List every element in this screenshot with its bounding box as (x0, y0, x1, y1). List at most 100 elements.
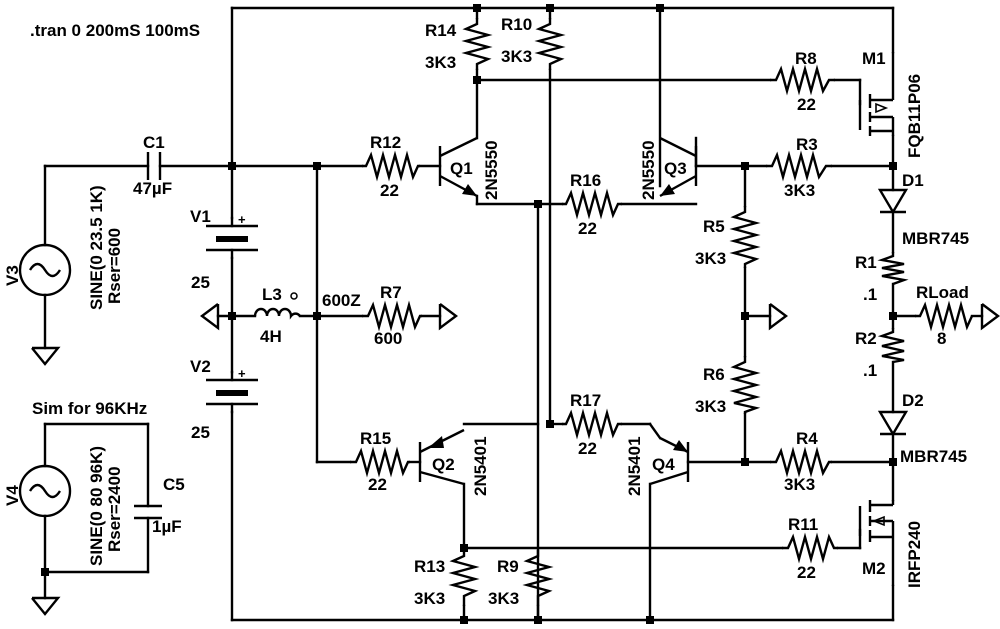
spice-directive: .tran 0 200mS 100mS (30, 21, 200, 40)
v1-name: V1 (190, 207, 211, 226)
resistor-r11 (782, 532, 838, 564)
resistor-r4 (770, 446, 832, 478)
q3-model: 2N5550 (639, 140, 658, 200)
battery-v1: + (206, 212, 258, 260)
resistor-r2 (877, 328, 905, 364)
v4-rser: Rser=2400 (105, 466, 124, 552)
r15-value: 22 (368, 475, 387, 494)
r5-value: 3K3 (695, 249, 726, 268)
r10-value: 3K3 (501, 47, 532, 66)
r17-name: R17 (570, 391, 601, 410)
r11-name: R11 (788, 515, 818, 534)
m2-name: M2 (862, 559, 886, 578)
r16-value: 22 (578, 219, 597, 238)
resistor-r12 (362, 150, 420, 182)
m1-name: M1 (862, 49, 886, 68)
l3-value: 4H (260, 327, 282, 346)
q4-name: Q4 (652, 455, 675, 474)
transistor-q1 (438, 136, 479, 206)
v2-name: V2 (190, 357, 211, 376)
r9-name: R9 (497, 557, 519, 576)
transistor-q4 (649, 436, 690, 486)
resistor-r5 (729, 206, 761, 268)
d2-name: D2 (902, 391, 924, 410)
r11-value: 22 (797, 563, 816, 582)
rload-name: RLoad (916, 283, 969, 302)
diode-d1 (877, 188, 909, 215)
wires (43, 6, 984, 622)
r4-name: R4 (796, 429, 818, 448)
v3-rser: Rser=600 (105, 228, 124, 304)
net-label-600z: 600Z (322, 291, 361, 310)
r2-name: R2 (855, 329, 877, 348)
r17-value: 22 (578, 439, 597, 458)
resistor-r1 (877, 252, 909, 286)
r14-value: 3K3 (425, 53, 456, 72)
q2-name: Q2 (432, 455, 455, 474)
resistor-r17 (562, 408, 622, 440)
resistor-r15 (350, 446, 410, 478)
c1-value: 47µF (133, 179, 172, 198)
q3-name: Q3 (664, 159, 687, 178)
r13-value: 3K3 (414, 589, 445, 608)
r14-name: R14 (425, 21, 457, 40)
resistor-r6 (729, 356, 761, 414)
resistor-r10 (534, 18, 566, 70)
transistor-q3 (659, 136, 698, 198)
resistor-r9 (522, 550, 554, 606)
v3-name: V3 (3, 265, 22, 286)
rload-value: 8 (937, 329, 946, 348)
q4-model: 2N5401 (625, 436, 644, 496)
r3-name: R3 (796, 135, 818, 154)
r12-name: R12 (370, 133, 401, 152)
c1-name: C1 (143, 133, 165, 152)
ground-symbols (31, 303, 1000, 616)
q2-model: 2N5401 (471, 436, 490, 496)
r1-name: R1 (855, 253, 877, 272)
r6-name: R6 (703, 365, 725, 384)
svg-text:+: + (238, 212, 246, 227)
sine-source-v3 (18, 243, 72, 297)
c5-name: C5 (163, 475, 185, 494)
c5-value: 1µF (152, 517, 182, 536)
battery-v2: + (206, 366, 258, 414)
q1-model: 2N5550 (482, 140, 501, 200)
r7-value: 600 (374, 329, 402, 348)
junction-dots (41, 4, 897, 624)
v4-name: V4 (3, 485, 22, 506)
r13-name: R13 (414, 557, 445, 576)
sine-source-v4 (18, 464, 72, 518)
capacitor-c5 (134, 504, 162, 520)
v4-params: SINE(0 80 96K) (87, 446, 106, 566)
r10-name: R10 (501, 15, 532, 34)
r6-value: 3K3 (695, 397, 726, 416)
svg-text:+: + (238, 366, 246, 381)
inductor-l3 (253, 292, 301, 320)
d1-name: D1 (902, 171, 924, 190)
sim-note: Sim for 96KHz (32, 399, 147, 418)
resistor-r14 (461, 18, 493, 70)
m1-model: FQB11P06 (905, 74, 924, 158)
l3-name: L3 (262, 285, 282, 304)
v3-params: SINE(0 23.5 1K) (87, 185, 106, 310)
resistor-r3 (766, 150, 832, 182)
resistor-r13 (448, 550, 480, 606)
capacitor-c1 (146, 152, 162, 180)
d1-model: MBR745 (902, 229, 969, 248)
r15-name: R15 (360, 429, 391, 448)
r8-name: R8 (795, 49, 817, 68)
transistor-q2 (418, 428, 465, 486)
r7-name: R7 (380, 283, 402, 302)
resistor-r7 (362, 300, 422, 332)
r12-value: 22 (380, 181, 399, 200)
q1-name: Q1 (450, 159, 473, 178)
resistor-r8 (770, 64, 835, 96)
mosfet-m1 (858, 52, 895, 136)
r8-value: 22 (797, 95, 816, 114)
r5-name: R5 (703, 217, 725, 236)
r2-value: .1 (863, 361, 877, 380)
m2-model: IRFP240 (905, 521, 924, 588)
diode-d2 (877, 410, 909, 437)
r4-value: 3K3 (784, 475, 815, 494)
